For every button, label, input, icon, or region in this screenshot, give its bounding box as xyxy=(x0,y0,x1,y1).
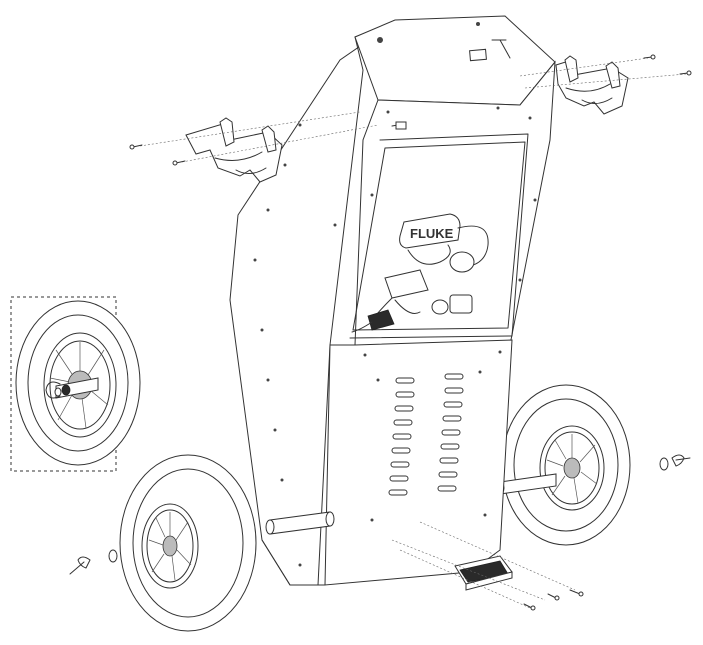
screw-icon xyxy=(173,161,185,165)
screw-icon xyxy=(548,594,559,600)
left-axle xyxy=(266,512,334,534)
screw-icon xyxy=(644,55,655,59)
foot-pedal xyxy=(392,522,583,610)
screw-icon xyxy=(524,604,535,610)
screw-icon xyxy=(570,590,583,596)
brand-label: FLUKE xyxy=(410,226,454,241)
screw-icon xyxy=(130,145,142,149)
right-wheel xyxy=(502,385,630,545)
screw-icon xyxy=(680,71,691,75)
left-wheel xyxy=(120,455,256,631)
bracket-screws xyxy=(130,55,691,165)
left-handle-bracket xyxy=(186,118,282,182)
cart-frame xyxy=(230,16,555,585)
left-hitch-pin-clip-icon xyxy=(70,550,117,574)
vent-louvres xyxy=(389,374,463,495)
right-hitch-pin-clip-icon xyxy=(660,455,690,470)
right-handle-bracket xyxy=(556,56,628,114)
wheel-hub-detail-inset xyxy=(11,297,140,471)
cable-holder-assembly: FLUKE xyxy=(352,214,488,332)
